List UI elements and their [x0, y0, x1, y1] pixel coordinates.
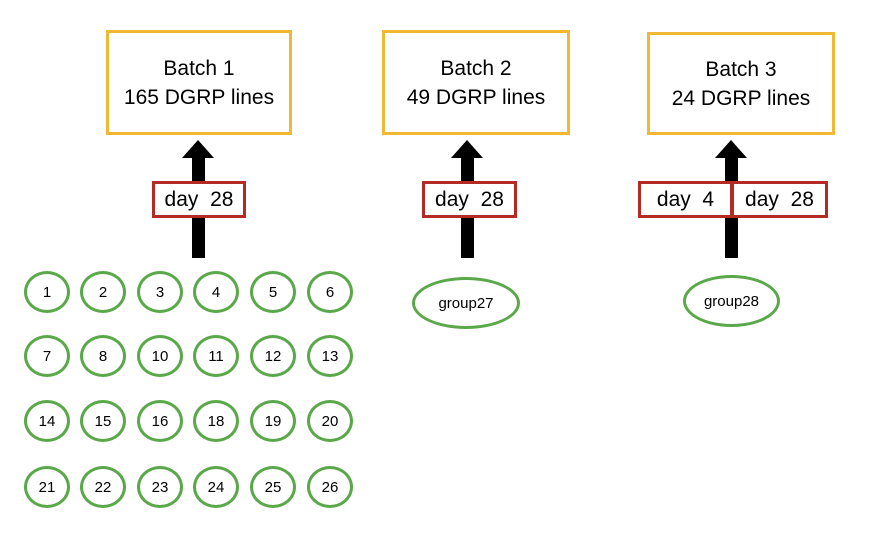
group-circle: 14 [24, 400, 70, 442]
group-circle: 12 [250, 335, 296, 377]
batch-2-lines: 49 DGRP lines [406, 85, 546, 109]
batch-2-day-label: day 28 [422, 181, 517, 218]
group-circle: 7 [24, 335, 70, 377]
arrow-up-icon [451, 140, 483, 158]
batch-1-lines: 165 DGRP lines [123, 85, 275, 109]
group-circle: 18 [193, 400, 239, 442]
batch-2-box: Batch 2 49 DGRP lines [382, 30, 570, 135]
group-circle: 20 [307, 400, 353, 442]
arrow-up-icon [182, 140, 214, 158]
group-circle: 24 [193, 466, 239, 508]
arrow-up-icon [715, 140, 747, 158]
group-circle: 26 [307, 466, 353, 508]
group-circle: 6 [307, 271, 353, 313]
group27-oval: group27 [412, 277, 520, 329]
group-circle: 2 [80, 271, 126, 313]
group-circle: 8 [80, 335, 126, 377]
group28-oval: group28 [683, 275, 780, 327]
group-circle: 3 [137, 271, 183, 313]
batch-3-box: Batch 3 24 DGRP lines [647, 32, 835, 135]
batch-1-title: Batch 1 [163, 56, 235, 80]
batch-3-title: Batch 3 [705, 57, 777, 81]
batch-1-day-label: day 28 [152, 181, 246, 218]
batch-3-day-label-a: day 4 [638, 181, 733, 218]
group-circle: 21 [24, 466, 70, 508]
batch-1-box: Batch 1 165 DGRP lines [106, 30, 292, 135]
group-circle: 15 [80, 400, 126, 442]
group-circle: 5 [250, 271, 296, 313]
group-circle: 25 [250, 466, 296, 508]
group-circle: 19 [250, 400, 296, 442]
batch-3-lines: 24 DGRP lines [671, 86, 811, 110]
group-circle: 23 [137, 466, 183, 508]
batch-3-day-label-b: day 28 [731, 181, 828, 218]
group-circle: 10 [137, 335, 183, 377]
group-circle: 22 [80, 466, 126, 508]
group-circle: 13 [307, 335, 353, 377]
batch-2-title: Batch 2 [440, 56, 512, 80]
group-circle: 1 [24, 271, 70, 313]
group-circle: 16 [137, 400, 183, 442]
group-circle: 4 [193, 271, 239, 313]
group-circle: 11 [193, 335, 239, 377]
